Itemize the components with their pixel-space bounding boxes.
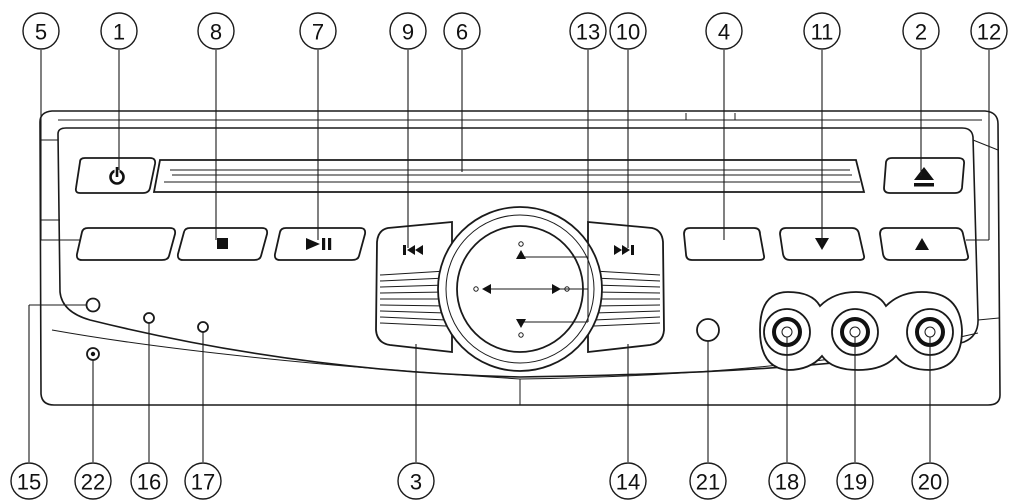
callout-18-label: 18 xyxy=(775,470,799,495)
callout-19: 19 xyxy=(836,462,874,500)
callout-22: 22 xyxy=(74,462,112,500)
callout-2: 2 xyxy=(902,12,940,50)
callout-13: 13 xyxy=(569,12,607,50)
callout-11: 11 xyxy=(803,12,841,50)
next-rocker[interactable] xyxy=(587,221,665,354)
rca-jack-right[interactable] xyxy=(906,308,954,356)
callout-8: 8 xyxy=(197,12,235,50)
callout-21-label: 21 xyxy=(696,470,720,495)
callout-12: 12 xyxy=(970,12,1008,50)
callout-2-label: 2 xyxy=(915,20,927,45)
callout-17-label: 17 xyxy=(191,470,215,495)
disc-slot[interactable] xyxy=(152,159,866,193)
callout-19-label: 19 xyxy=(843,470,867,495)
aux-sensor xyxy=(696,318,720,342)
callout-7: 7 xyxy=(299,12,337,50)
indicator-led-a xyxy=(143,312,155,324)
callout-12-label: 12 xyxy=(977,20,1001,45)
callout-8-label: 8 xyxy=(210,20,222,45)
callout-16: 16 xyxy=(130,462,168,500)
next-track-icon xyxy=(614,245,634,255)
reset-button[interactable] xyxy=(86,347,100,361)
mode-button[interactable] xyxy=(75,227,177,261)
stop-button[interactable] xyxy=(176,227,269,261)
callout-9: 9 xyxy=(389,12,427,50)
callout-21: 21 xyxy=(689,462,727,500)
callout-9-label: 9 xyxy=(402,20,414,45)
down-nav-icon xyxy=(516,319,526,328)
callout-13-label: 13 xyxy=(576,20,600,45)
band-button[interactable] xyxy=(683,227,766,261)
callout-10-label: 10 xyxy=(616,20,640,45)
up-arrow-icon xyxy=(915,238,929,250)
callout-4-label: 4 xyxy=(718,20,730,45)
callout-15: 15 xyxy=(10,462,48,500)
up-nav-icon xyxy=(516,250,526,259)
ir-sensor xyxy=(85,297,101,313)
callout-15-label: 15 xyxy=(17,470,41,495)
previous-track-icon xyxy=(403,245,423,255)
up-button[interactable] xyxy=(879,227,970,261)
callout-20: 20 xyxy=(911,462,949,500)
previous-rocker[interactable] xyxy=(375,221,453,354)
leader-lines xyxy=(28,50,990,462)
callout-3-label: 3 xyxy=(410,470,422,495)
callout-20-label: 20 xyxy=(918,470,942,495)
callout-3: 3 xyxy=(397,462,435,500)
rca-jack-left[interactable] xyxy=(763,308,811,356)
callout-5-label: 5 xyxy=(35,20,47,45)
stop-icon xyxy=(217,238,228,249)
callout-4: 4 xyxy=(705,12,743,50)
callout-16-label: 16 xyxy=(137,470,161,495)
left-nav-icon xyxy=(482,284,491,294)
callout-5: 5 xyxy=(22,12,60,50)
callout-14-label: 14 xyxy=(616,470,640,495)
callout-10: 10 xyxy=(609,12,647,50)
callout-22-label: 22 xyxy=(81,470,105,495)
callout-14: 14 xyxy=(609,462,647,500)
callout-7-label: 7 xyxy=(312,20,324,45)
power-icon xyxy=(109,167,125,185)
callout-11-label: 11 xyxy=(811,20,834,45)
callout-6-label: 6 xyxy=(456,20,468,45)
play-pause-button[interactable] xyxy=(273,227,367,261)
direction-pad[interactable] xyxy=(473,241,588,338)
callout-17: 17 xyxy=(184,462,222,500)
eject-icon xyxy=(914,167,934,187)
callout-6: 6 xyxy=(443,12,481,50)
play-pause-icon xyxy=(306,238,332,250)
eject-button[interactable] xyxy=(883,157,966,194)
callout-18: 18 xyxy=(768,462,806,500)
callout-1: 1 xyxy=(100,12,138,50)
callout-1-label: 1 xyxy=(113,20,125,45)
indicator-led-b xyxy=(197,321,209,333)
right-nav-icon xyxy=(552,284,561,294)
power-button[interactable] xyxy=(74,157,157,194)
